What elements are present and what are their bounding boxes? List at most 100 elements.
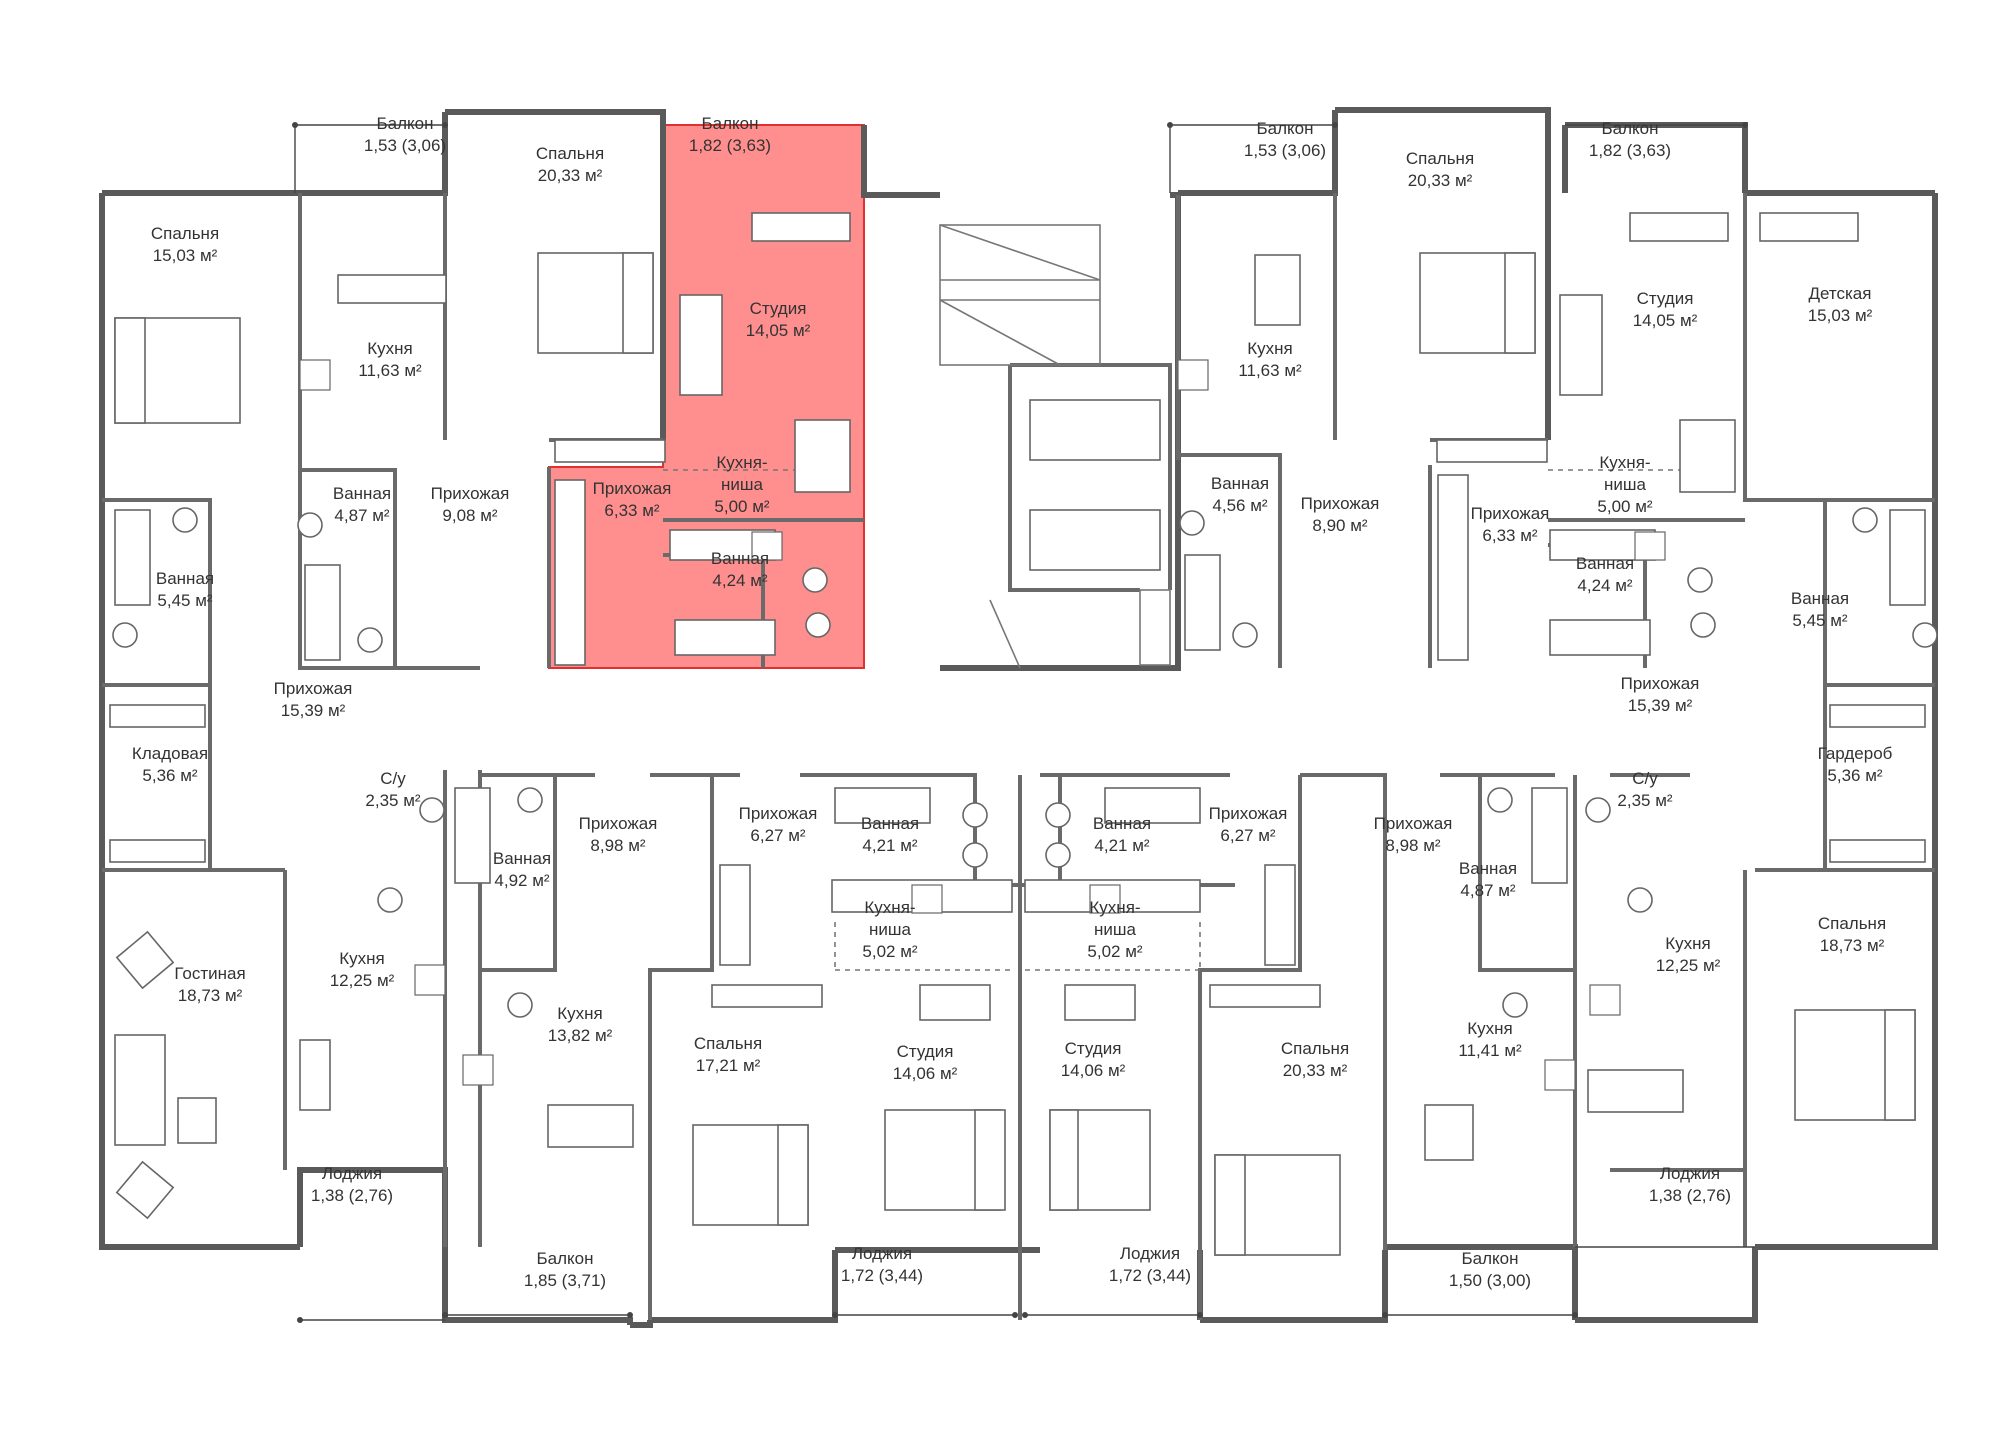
room-name: Ванная (1576, 554, 1634, 573)
room-area: 14,05 м² (746, 321, 811, 340)
room-name: ниша (869, 920, 912, 939)
room-area: 4,24 м² (1577, 576, 1632, 595)
room-label-bath-5: Ванная 4,24 м² (1576, 554, 1634, 595)
room-name: Студия (1065, 1039, 1122, 1058)
room-area: 1,85 (3,71) (524, 1271, 606, 1290)
room-name: Балкон (1256, 119, 1313, 138)
room-area: 15,39 м² (281, 701, 346, 720)
room-name: Прихожая (1621, 674, 1700, 693)
room-area: 20,33 м² (1283, 1061, 1348, 1080)
room-label-kids-1: Детская 15,03 м² (1808, 284, 1873, 325)
room-area: 11,63 м² (358, 361, 422, 380)
room-name: Балкон (1601, 119, 1658, 138)
room-area: 1,53 (3,06) (1244, 141, 1326, 160)
room-area: 5,00 м² (714, 497, 769, 516)
room-label-niche-1: Кухня-ниша 5,00 м² (714, 453, 769, 516)
room-name: Кухня (1665, 934, 1711, 953)
room-name: Кухня (1467, 1019, 1513, 1038)
room-name: Балкон (701, 114, 758, 133)
room-area: 6,27 м² (750, 826, 805, 845)
room-name: Студия (750, 299, 807, 318)
room-name: Кухня- (716, 453, 767, 472)
room-name: Прихожая (274, 679, 353, 698)
room-label-hall-3: Прихожая 15,39 м² (274, 679, 353, 720)
room-name: Кладовая (132, 744, 208, 763)
room-area: 4,87 м² (334, 506, 389, 525)
room-label-bedroom-5: Спальня 20,33 м² (1281, 1039, 1349, 1080)
room-labels: Балкон 1,53 (3,06) Спальня 20,33 м² Балкон 1,… (132, 114, 1893, 1290)
room-area: 8,90 м² (1312, 516, 1367, 535)
room-area: 14,06 м² (893, 1064, 958, 1083)
room-area: 17,21 м² (696, 1056, 761, 1075)
room-name: С/у (1632, 769, 1658, 788)
room-name: С/у (380, 769, 406, 788)
niche-boundaries (663, 469, 1690, 971)
room-name: Прихожая (593, 479, 672, 498)
room-label-balcony-3: Балкон 1,53 (3,06) (1244, 119, 1326, 160)
room-name: Детская (1809, 284, 1872, 303)
room-name: Прихожая (431, 484, 510, 503)
room-label-kitchen-5: Кухня 11,41 м² (1458, 1019, 1522, 1060)
room-area: 6,27 м² (1220, 826, 1275, 845)
room-name: Гостиная (174, 964, 245, 983)
room-name: Кухня- (1599, 453, 1650, 472)
room-area: 4,56 м² (1212, 496, 1267, 515)
room-area: 1,53 (3,06) (364, 136, 446, 155)
room-name: Лоджия (1660, 1164, 1720, 1183)
room-area: 1,72 (3,44) (841, 1266, 923, 1285)
room-area: 5,02 м² (1087, 942, 1142, 961)
room-name: Ванная (1093, 814, 1151, 833)
room-area: 8,98 м² (590, 836, 645, 855)
room-label-studio-1: Студия 14,05 м² (746, 299, 811, 340)
room-name: Лоджия (1120, 1244, 1180, 1263)
room-name: Спальня (1281, 1039, 1349, 1058)
room-label-hall-4: Прихожая 8,90 м² (1301, 494, 1380, 535)
room-area: 1,82 (3,63) (689, 136, 771, 155)
room-name: Балкон (376, 114, 433, 133)
room-area: 11,41 м² (1458, 1041, 1522, 1060)
room-name: Кухня (1247, 339, 1293, 358)
room-name: Прихожая (1301, 494, 1380, 513)
room-name: Прихожая (579, 814, 658, 833)
room-name: Прихожая (1374, 814, 1453, 833)
room-name: Ванная (861, 814, 919, 833)
room-name: ниша (721, 475, 764, 494)
room-area: 14,05 м² (1633, 311, 1698, 330)
room-area: 18,73 м² (1820, 936, 1885, 955)
room-name: Прихожая (1471, 504, 1550, 523)
room-area: 15,03 м² (1808, 306, 1873, 325)
room-area: 1,38 (2,76) (311, 1186, 393, 1205)
room-name: Студия (1637, 289, 1694, 308)
room-name: Ванная (333, 484, 391, 503)
room-name: Спальня (694, 1034, 762, 1053)
room-label-balcony-1: Балкон 1,53 (3,06) (364, 114, 446, 155)
room-label-hall-2: Прихожая 6,33 м² (593, 479, 672, 520)
room-area: 6,33 м² (604, 501, 659, 520)
room-area: 4,21 м² (1094, 836, 1149, 855)
room-area: 4,21 м² (862, 836, 917, 855)
stairwell (939, 224, 1171, 669)
room-area: 1,50 (3,00) (1449, 1271, 1531, 1290)
room-area: 1,82 (3,63) (1589, 141, 1671, 160)
room-area: 12,25 м² (1656, 956, 1721, 975)
